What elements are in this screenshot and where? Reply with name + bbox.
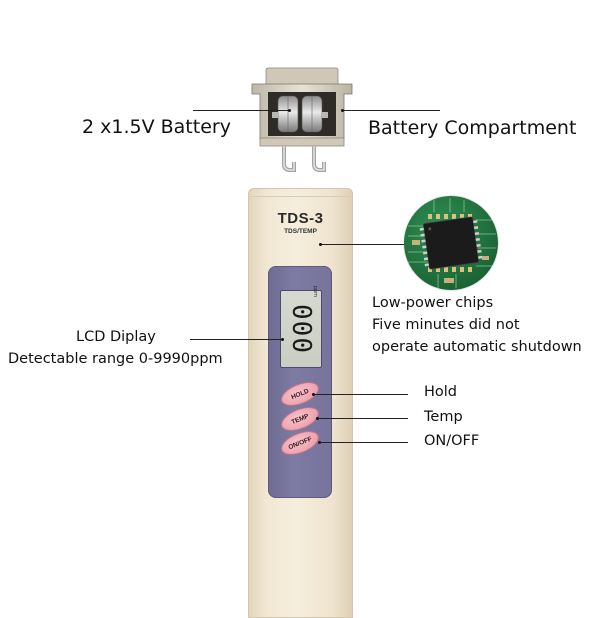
onoff-label: ON/OFF bbox=[424, 433, 480, 449]
lcd-value: 000 bbox=[286, 304, 316, 354]
chip-board-icon bbox=[404, 196, 498, 290]
temp-leader-line bbox=[318, 418, 408, 419]
temp-leader-dot bbox=[316, 417, 319, 420]
onoff-leader-dot bbox=[318, 441, 321, 444]
compartment-label: Battery Compartment bbox=[368, 117, 577, 139]
lcd-screen: 000 ppm bbox=[280, 286, 322, 368]
lcd-unit: ppm bbox=[312, 285, 318, 297]
chip-note-line1: Low-power chips bbox=[372, 295, 494, 311]
onoff-button-label: ON/OFF bbox=[287, 435, 313, 451]
meter-control-panel: 000 ppm HOLD TEMP ON/OFF bbox=[268, 266, 332, 498]
temp-button-label: TEMP bbox=[290, 412, 310, 426]
battery-leader-line bbox=[193, 110, 289, 111]
compartment-leader-dot bbox=[341, 109, 344, 112]
meter-seam bbox=[248, 196, 353, 197]
chip-leader-dot bbox=[319, 243, 322, 246]
lcd-label-line2: Detectable range 0-9990ppm bbox=[8, 351, 223, 367]
battery-cap-icon bbox=[250, 66, 354, 178]
temp-label: Temp bbox=[424, 409, 463, 425]
onoff-leader-line bbox=[320, 442, 408, 443]
lcd-leader-dot bbox=[281, 338, 284, 341]
hold-leader-line bbox=[314, 394, 408, 395]
hold-label: Hold bbox=[424, 384, 458, 400]
hold-leader-dot bbox=[312, 393, 315, 396]
chip-leader-line bbox=[320, 244, 404, 245]
hold-button-label: HOLD bbox=[290, 387, 310, 401]
chip-note-line2: Five minutes did not bbox=[372, 317, 520, 333]
compartment-leader-line bbox=[342, 110, 440, 111]
chip-note-line3: operate automatic shutdown bbox=[372, 339, 582, 355]
meter-brand: TDS-3 bbox=[277, 210, 324, 227]
battery-label: 2 x1.5V Battery bbox=[82, 116, 231, 138]
tds-meter-body: TDS-3 TDS/TEMP 000 ppm HOLD TEMP ON/OFF bbox=[248, 188, 353, 618]
onoff-button[interactable]: ON/OFF bbox=[279, 427, 321, 459]
lcd-label-line1: LCD Diplay bbox=[76, 329, 156, 345]
meter-sub-brand: TDS/TEMP bbox=[284, 228, 317, 235]
battery-leader-dot bbox=[288, 109, 291, 112]
temp-button[interactable]: TEMP bbox=[279, 403, 321, 435]
lcd-leader-line bbox=[190, 339, 282, 340]
